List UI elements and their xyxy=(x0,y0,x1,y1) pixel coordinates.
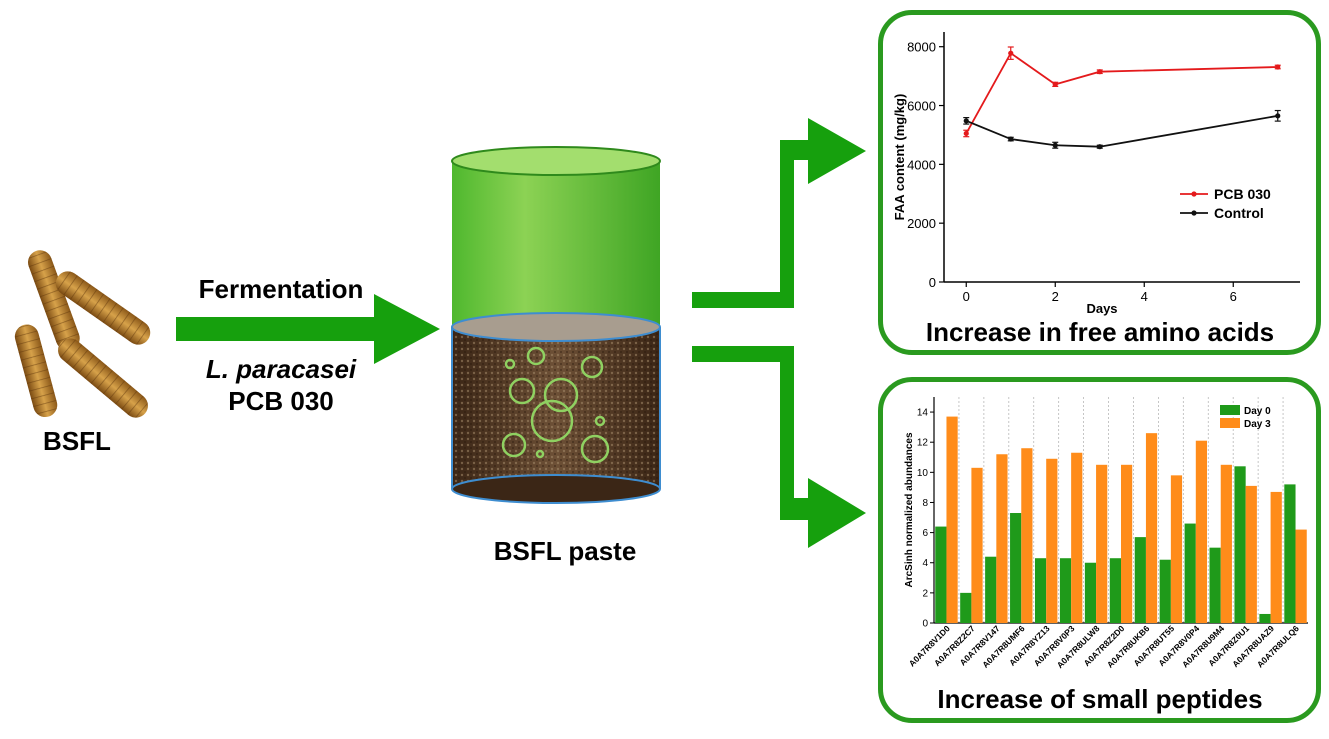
peptide-bar xyxy=(1270,491,1282,623)
peptide-bar xyxy=(1034,558,1047,623)
faa-series-line xyxy=(965,51,1278,134)
peptide-bar xyxy=(1259,613,1271,623)
faa-y-tick-label: 8000 xyxy=(907,40,936,55)
peptide-y-tick-label: 8 xyxy=(922,498,928,509)
faa-x-tick-label: 2 xyxy=(1052,289,1059,304)
faa-data-point xyxy=(1052,142,1058,148)
fermentation-arrow xyxy=(176,294,440,364)
peptides-panel-title: Increase of small peptides xyxy=(937,684,1263,714)
organism-species-label: L. paracasei xyxy=(205,354,357,384)
branch-arrows xyxy=(692,118,866,548)
peptide-bar xyxy=(1145,433,1158,623)
peptide-y-tick-label: 10 xyxy=(917,468,929,479)
faa-data-point xyxy=(963,130,969,137)
peptide-bar xyxy=(1209,547,1221,623)
faa-y-tick-label: 4000 xyxy=(907,157,936,172)
faa-legend-label: PCB 030 xyxy=(1214,186,1271,202)
peptide-legend-label: Day 0 xyxy=(1244,406,1271,417)
lower-branch-arrow xyxy=(692,346,866,548)
organism-strain-label: PCB 030 xyxy=(228,386,334,416)
faa-data-point xyxy=(1097,69,1103,75)
faa-data-point xyxy=(1008,136,1014,142)
peptide-legend-swatch xyxy=(1220,418,1240,428)
peptide-y-tick-label: 2 xyxy=(922,588,928,599)
upper-branch-arrow xyxy=(692,118,866,308)
paste-label: BSFL paste xyxy=(493,536,637,566)
peptide-y-tick-label: 6 xyxy=(922,528,928,539)
faa-x-axis-label: Days xyxy=(1086,301,1117,316)
larva-2 xyxy=(55,271,151,345)
peptide-bar xyxy=(985,556,997,623)
faa-legend-label: Control xyxy=(1214,205,1264,221)
faa-y-tick-label: 6000 xyxy=(907,99,936,114)
faa-data-point xyxy=(1097,144,1103,150)
faa-legend-marker xyxy=(1191,210,1197,216)
peptide-bar xyxy=(971,467,983,623)
fermentation-bubbles xyxy=(501,346,610,464)
peptide-bar xyxy=(1234,466,1246,623)
faa-y-axis-label: FAA content (mg/kg) xyxy=(892,94,907,221)
bsfl-label: BSFL xyxy=(43,426,111,456)
peptide-bar xyxy=(960,592,972,623)
faa-panel-title: Increase in free amino acids xyxy=(925,317,1275,347)
faa-data-point xyxy=(963,118,969,124)
peptide-bar xyxy=(1059,558,1072,623)
faa-data-point xyxy=(1275,64,1281,70)
faa-x-tick-label: 6 xyxy=(1230,289,1237,304)
peptide-y-axis-label: ArcSinh normalized abundances xyxy=(904,432,915,587)
peptide-bar xyxy=(1071,452,1083,623)
faa-y-tick-label: 2000 xyxy=(907,216,936,231)
peptide-bar xyxy=(1021,448,1033,623)
larvae-illustration xyxy=(14,250,151,418)
peptide-bar xyxy=(1010,513,1022,623)
faa-x-tick-label: 4 xyxy=(1141,289,1148,304)
peptide-y-tick-label: 4 xyxy=(922,558,928,569)
peptide-bar xyxy=(1170,475,1183,623)
peptide-bar xyxy=(1284,484,1296,623)
peptide-bar xyxy=(1134,537,1146,623)
peptide-y-tick-label: 14 xyxy=(917,408,929,419)
faa-y-tick-label: 0 xyxy=(929,275,936,290)
peptide-bar xyxy=(1084,562,1097,623)
peptide-bar xyxy=(1295,529,1307,623)
fermentation-vessel xyxy=(451,146,661,504)
peptide-y-tick-label: 12 xyxy=(917,438,929,449)
faa-data-point xyxy=(1052,81,1058,87)
larva-1 xyxy=(28,250,80,351)
peptide-bar xyxy=(1109,558,1121,623)
faa-data-point xyxy=(1275,113,1281,119)
larva-3 xyxy=(14,324,58,418)
faa-legend-marker xyxy=(1191,191,1197,197)
peptide-bar xyxy=(1121,464,1133,623)
faa-x-tick-label: 0 xyxy=(963,289,970,304)
faa-data-point xyxy=(1008,50,1014,56)
fermentation-label: Fermentation xyxy=(198,274,364,304)
peptide-legend-label: Day 3 xyxy=(1244,419,1271,430)
peptide-bar xyxy=(1184,523,1196,623)
peptide-bar xyxy=(1096,464,1108,623)
peptide-bar xyxy=(1046,458,1058,623)
peptide-bar xyxy=(1220,464,1232,623)
faa-series-line xyxy=(965,114,1278,148)
peptide-bar xyxy=(935,526,947,623)
peptide-legend-swatch xyxy=(1220,405,1240,415)
peptide-y-tick-label: 0 xyxy=(922,619,928,630)
peptide-bar xyxy=(1159,559,1171,623)
peptide-bar xyxy=(996,454,1008,623)
peptide-bar xyxy=(1195,440,1208,623)
larva-4 xyxy=(58,338,148,418)
peptide-bar xyxy=(946,416,958,623)
peptide-bar xyxy=(1245,485,1257,623)
